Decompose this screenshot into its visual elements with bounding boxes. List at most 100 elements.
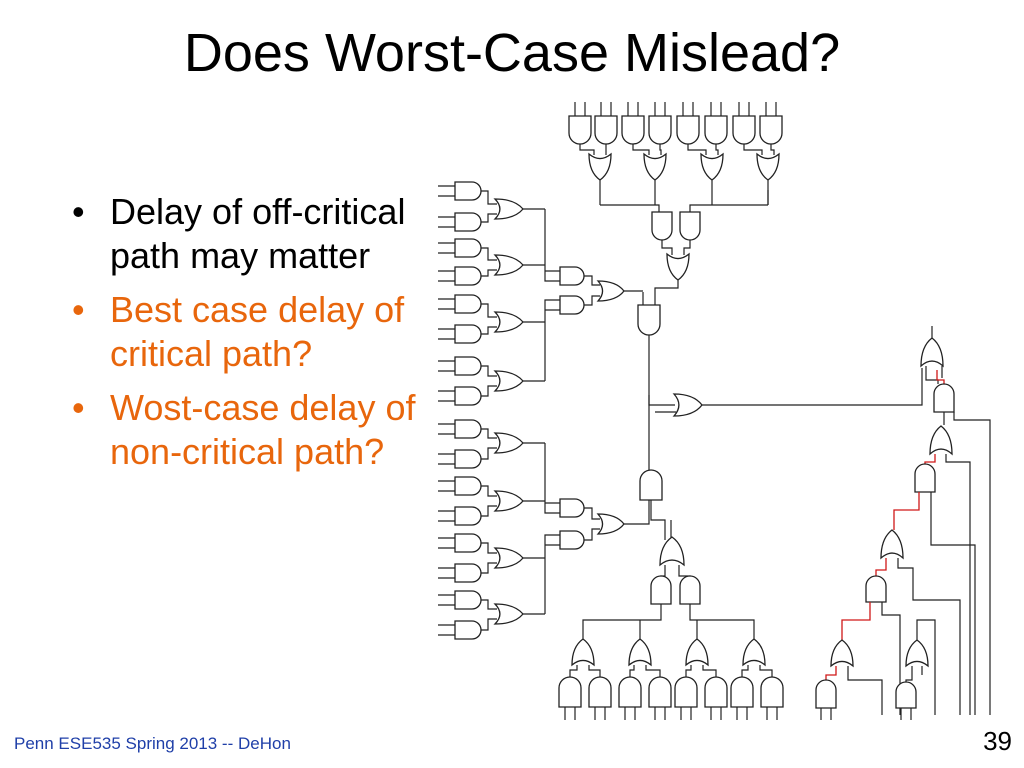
or-gate	[880, 529, 904, 560]
wire	[650, 500, 666, 540]
wire	[574, 102, 586, 116]
wire	[438, 567, 455, 579]
or-gate	[929, 425, 953, 456]
wire	[438, 328, 455, 340]
and-gate	[637, 304, 661, 336]
wire	[584, 507, 600, 541]
wire	[765, 102, 777, 116]
and-gate	[454, 419, 482, 439]
and-gate	[933, 383, 955, 413]
wire	[579, 144, 607, 155]
bullet-item: • Best case delay of critical path?	[68, 288, 418, 376]
or-gate	[672, 393, 703, 417]
or-gate	[685, 638, 709, 667]
wire	[600, 204, 660, 212]
and-gate	[559, 498, 585, 518]
and-gate	[732, 115, 756, 145]
or-gate	[742, 638, 766, 667]
wire	[481, 365, 497, 397]
and-gate	[730, 676, 754, 708]
or-gate	[920, 337, 944, 368]
critical-path-wire	[841, 602, 871, 640]
and-gate	[454, 533, 482, 553]
or-gate	[596, 280, 625, 302]
or-gate	[700, 152, 724, 181]
critical-path-wire	[825, 666, 837, 680]
or-gate	[493, 370, 524, 392]
and-gate	[760, 676, 784, 708]
and-gate	[704, 676, 728, 708]
wire	[654, 280, 679, 305]
or-gate	[493, 490, 524, 512]
bullet-marker: •	[72, 191, 85, 232]
and-gate	[454, 356, 482, 376]
wire	[881, 602, 901, 715]
and-gate	[559, 295, 585, 315]
or-gate	[493, 311, 524, 333]
and-gate	[454, 238, 482, 258]
or-gate	[588, 152, 612, 181]
wire	[594, 707, 606, 720]
and-gate	[454, 181, 482, 201]
wire	[600, 102, 612, 116]
wire	[438, 242, 455, 254]
and-gate	[679, 575, 701, 605]
wire	[847, 666, 883, 715]
wire	[900, 708, 912, 720]
and-gate	[679, 211, 701, 241]
and-gate	[454, 324, 482, 344]
wire	[481, 190, 497, 223]
wire	[624, 500, 650, 525]
wire	[930, 492, 976, 715]
wire	[438, 390, 455, 402]
and-gate	[618, 676, 642, 708]
and-gate	[559, 266, 585, 286]
bullet-marker: •	[72, 387, 85, 428]
wire	[544, 299, 560, 381]
and-gate	[815, 679, 837, 709]
and-gate	[454, 476, 482, 496]
and-gate	[454, 294, 482, 314]
and-gate	[639, 469, 663, 501]
and-gate	[648, 115, 672, 145]
and-gate	[588, 676, 612, 708]
critical-path-wire	[936, 370, 945, 385]
slide-title: Does Worst-Case Mislead?	[183, 23, 841, 83]
bullet-marker: •	[72, 289, 85, 330]
wire	[438, 537, 455, 549]
wire	[689, 190, 769, 212]
wire	[680, 707, 692, 720]
wire	[945, 454, 971, 715]
and-gate	[454, 590, 482, 610]
wire	[624, 707, 636, 720]
wire	[438, 360, 455, 372]
and-gate	[759, 115, 783, 145]
wire	[438, 480, 455, 492]
wire	[438, 270, 455, 282]
bullet-text: Wost-case delay of non-critical path?	[110, 387, 416, 472]
wire	[820, 708, 832, 720]
page-number: 39	[983, 726, 1012, 756]
or-gate	[756, 152, 780, 181]
and-gate	[648, 676, 672, 708]
critical-path-wire	[893, 492, 920, 530]
wire	[689, 604, 755, 640]
or-gate	[905, 639, 929, 668]
bullet-item: • Wost-case delay of non-critical path?	[68, 386, 418, 474]
wire	[743, 144, 775, 155]
and-gate	[454, 563, 482, 583]
footer-text: Penn ESE535 Spring 2013 -- DeHon	[14, 734, 291, 753]
and-gate	[676, 115, 700, 145]
and-gate	[454, 620, 482, 640]
or-gate	[643, 152, 667, 181]
wire	[569, 665, 601, 678]
wire	[438, 298, 455, 310]
wire	[438, 216, 455, 228]
or-gate	[596, 513, 625, 535]
wire	[710, 707, 722, 720]
wire	[654, 102, 666, 116]
wire	[741, 665, 773, 678]
wire	[481, 599, 497, 631]
wire	[544, 209, 560, 282]
